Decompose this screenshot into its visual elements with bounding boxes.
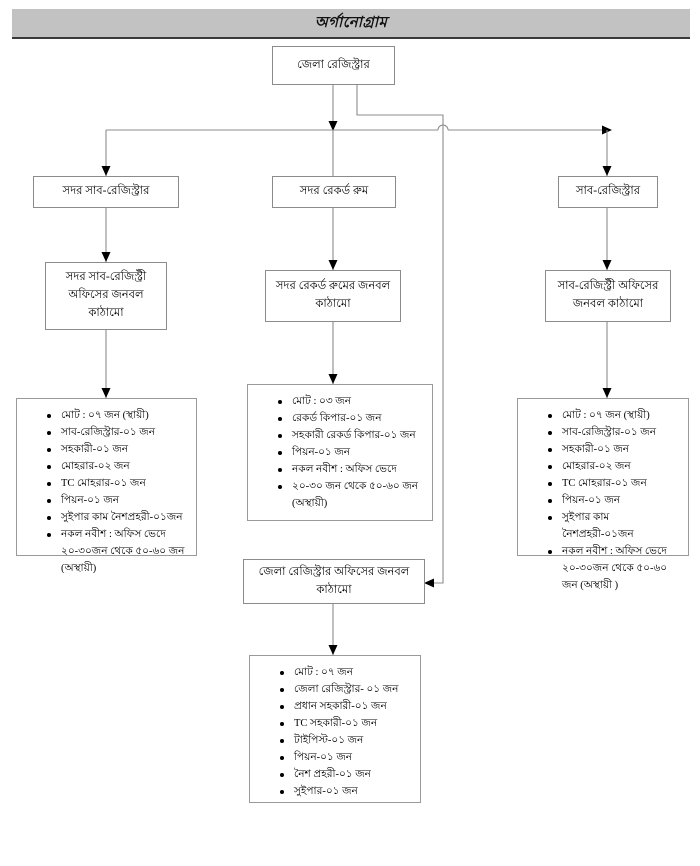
node-district-manpower-structure-label: জেলা রেজিস্ট্রার অফিসের জনবল কাঠামো — [258, 565, 410, 596]
list-item: সাব-রেজিস্ট্রার-০১ জন — [548, 424, 682, 441]
list-item: রেকর্ড কিপার-০১ জন — [278, 410, 426, 427]
arrow-bus-right-end — [602, 125, 612, 135]
node-district-registrar-label: জেলা রেজিস্ট্রার — [297, 58, 370, 71]
node-left-manpower-structure-label: সদর সাব-রেজিস্ট্রী অফিসের জনবল কাঠামো — [65, 271, 147, 319]
page-title: অর্গানোগ্রাম — [314, 14, 388, 31]
arrow-into-district-manpower-box — [424, 578, 434, 588]
node-middle-manpower-structure[interactable]: সদর রেকর্ড রুমের জনবল কাঠামো — [265, 270, 401, 322]
list-item: পিয়ন-০১ জন — [280, 749, 414, 766]
list-item: মোট : ০৩ জন — [278, 393, 426, 410]
list-left-staffing-items: মোট : ০৭ জন (স্থায়ী) সাব-রেজিস্ট্রার-০১… — [21, 407, 190, 577]
connector-bus-hop-arc — [437, 124, 449, 131]
list-item: মোহরার-০২ জন — [47, 458, 190, 475]
list-item: পিয়ন-০১ জন — [47, 492, 190, 509]
list-item: মোহরার-০২ জন — [548, 458, 682, 475]
node-middle-manpower-structure-label: সদর রেকর্ড রুমের জনবল কাঠামো — [275, 280, 391, 310]
list-item: মোট : ০৭ জন (স্থায়ী) — [548, 407, 682, 424]
list-item: TC মোহরার-০১ জন — [548, 475, 682, 492]
list-item: মোট : ০৭ জন — [280, 664, 414, 681]
list-item: সাব-রেজিস্ট্রার-০১ জন — [47, 424, 190, 441]
arrow-into-left-manpower — [101, 252, 111, 262]
node-district-manpower-structure[interactable]: জেলা রেজিস্ট্রার অফিসের জনবল কাঠামো — [243, 559, 425, 604]
node-sadar-sub-registrar[interactable]: সদর সাব-রেজিস্ট্রার — [33, 176, 179, 208]
list-district-staffing-items: মোট : ০৭ জন জেলা রেজিস্ট্রার- ০১ জন প্রধ… — [254, 664, 414, 800]
node-sadar-record-room[interactable]: সদর রেকর্ড রুম — [272, 176, 396, 208]
list-item: নকল নবীশ : অফিস ভেদে — [278, 461, 426, 478]
list-district-staffing: মোট : ০৭ জন জেলা রেজিস্ট্রার- ০১ জন প্রধ… — [249, 655, 421, 803]
list-item: পিয়ন-০১ জন — [548, 492, 682, 509]
list-item: মোট : ০৭ জন (স্থায়ী) — [47, 407, 190, 424]
list-right-staffing: মোট : ০৭ জন (স্থায়ী) সাব-রেজিস্ট্রার-০১… — [517, 398, 689, 591]
list-item: প্রধান সহকারী-০১ জন — [280, 698, 414, 715]
arrow-into-sadar-sub-registrar — [101, 166, 111, 176]
list-item: টাইপিস্ট-০১ জন — [280, 732, 414, 749]
node-sadar-record-room-label: সদর রেকর্ড রুম — [299, 185, 369, 198]
list-right-staffing-items: মোট : ০৭ জন (স্থায়ী) সাব-রেজিস্ট্রার-০১… — [522, 407, 682, 594]
arrow-into-sub-registrar — [602, 166, 612, 176]
arrow-into-left-list — [101, 388, 111, 398]
node-sub-registrar-label: সাব-রেজিস্ট্রার — [575, 185, 641, 198]
list-item: পিয়ন-০১ জন — [278, 444, 426, 461]
list-item: সুইপার কাম নৈশপ্রহরী-০১জন — [47, 509, 190, 526]
list-item: সুইপার-০১ জন — [280, 783, 414, 800]
node-sub-registrar[interactable]: সাব-রেজিস্ট্রার — [558, 176, 658, 208]
list-item: TC মোহরার-০১ জন — [47, 475, 190, 492]
list-item: TC সহকারী-০১ জন — [280, 715, 414, 732]
list-item: জেলা রেজিস্ট্রার- ০১ জন — [280, 681, 414, 698]
node-right-manpower-structure[interactable]: সাব-রেজিস্ট্রী অফিসের জনবল কাঠামো — [545, 270, 671, 322]
list-item: সহকারী-০১ জন — [548, 441, 682, 458]
list-item: নৈশ প্রহরী-০১ জন — [280, 766, 414, 783]
node-left-manpower-structure[interactable]: সদর সাব-রেজিস্ট্রী অফিসের জনবল কাঠামো — [45, 262, 167, 330]
page-title-bar: অর্গানোগ্রাম — [12, 9, 690, 39]
node-sadar-sub-registrar-label: সদর সাব-রেজিস্ট্রার — [62, 185, 150, 198]
list-middle-staffing: মোট : ০৩ জন রেকর্ড কিপার-০১ জন সহকারী রে… — [247, 384, 433, 521]
arrow-into-middle-manpower — [328, 260, 338, 270]
node-right-manpower-structure-label: সাব-রেজিস্ট্রী অফিসের জনবল কাঠামো — [557, 280, 659, 310]
arrow-into-right-list — [602, 388, 612, 398]
arrow-root-to-record-room — [328, 121, 338, 131]
arrow-into-right-manpower — [602, 260, 612, 270]
list-item: সুইপার কাম নৈশপ্রহরী-০১জন — [548, 509, 682, 543]
list-item: সহকারী-০১ জন — [47, 441, 190, 458]
list-item: সহকারী রেকর্ড কিপার-০১ জন — [278, 427, 426, 444]
list-middle-staffing-items: মোট : ০৩ জন রেকর্ড কিপার-০১ জন সহকারী রে… — [252, 393, 426, 512]
list-left-staffing: মোট : ০৭ জন (স্থায়ী) সাব-রেজিস্ট্রার-০১… — [16, 398, 197, 574]
list-item: ২০-৩০ জন থেকে ৫০-৬০ জন (অস্থায়ী) — [278, 478, 426, 512]
list-item: নকল নবীশ : অফিস ভেদে ২০-৩০জন থেকে ৫০-৬০ … — [548, 543, 682, 594]
node-district-registrar[interactable]: জেলা রেজিস্ট্রার — [272, 46, 395, 85]
list-item: নকল নবীশ : অফিস ভেদে ২০-৩০জন থেকে ৫০-৬০ … — [47, 526, 190, 577]
arrow-into-district-list — [328, 645, 338, 655]
arrow-into-middle-list — [328, 374, 338, 384]
